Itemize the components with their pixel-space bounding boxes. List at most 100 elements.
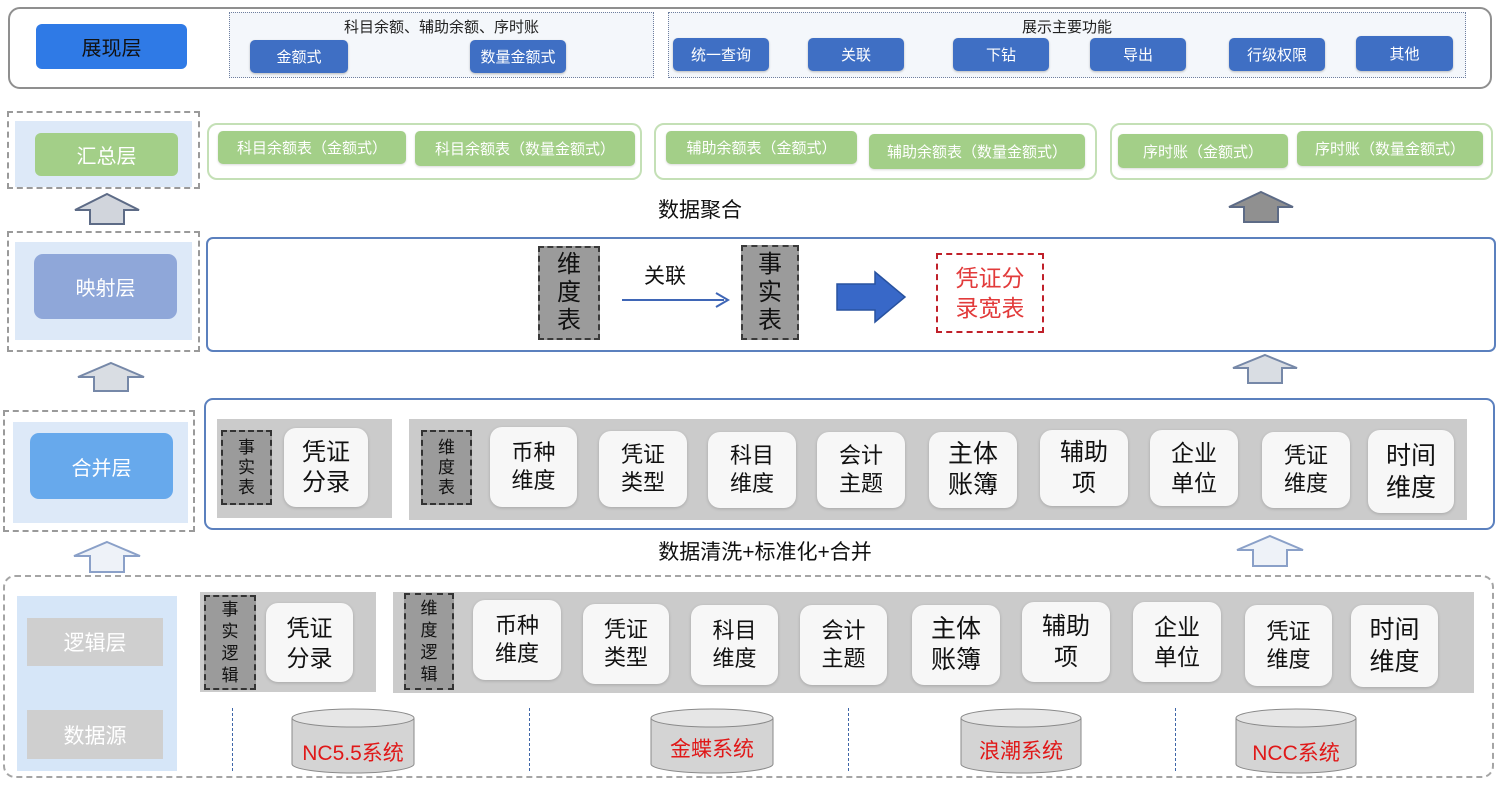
card-line-2: 维度 xyxy=(494,641,539,666)
fact-table-char-1: 事 xyxy=(758,250,782,278)
card-line-2: 维度 xyxy=(729,471,774,496)
card-line-2: 单位 xyxy=(1171,470,1217,496)
fact-logic-char-3: 逻 xyxy=(221,643,239,663)
database-icon xyxy=(1235,708,1357,774)
merge-dimension-table: 维 度 表 xyxy=(421,430,472,505)
logic-dim-card-currency: 币种 维度 xyxy=(473,600,561,680)
logic-dim-card-voucher-dimension: 凭证 维度 xyxy=(1245,605,1332,686)
wide-table-line-2: 录宽表 xyxy=(955,295,1025,321)
merge-dim-card-voucher-type: 凭证 类型 xyxy=(599,431,687,507)
card-line-1: 币种 xyxy=(511,440,556,465)
summary-layer-dashed-frame xyxy=(7,111,200,189)
journal-quantity-pill: 序时账（数量金额式） xyxy=(1297,131,1483,166)
card-line-1: 辅助 xyxy=(1042,613,1090,640)
card-line-2: 维度 xyxy=(712,646,757,671)
balance-display-group-title: 科目余额、辅助余额、序时账 xyxy=(343,18,539,36)
logic-dim-card-voucher-type: 凭证 类型 xyxy=(583,604,669,684)
card-line-1: 主体 xyxy=(930,615,981,643)
card-line-1: 凭证 xyxy=(302,438,350,466)
right-arrow-icon xyxy=(622,292,730,308)
fact-table-char-3: 表 xyxy=(758,306,782,334)
card-line-1: 企业 xyxy=(1154,614,1200,640)
export-button[interactable]: 导出 xyxy=(1090,38,1186,71)
logic-layer-frame xyxy=(3,575,1494,778)
dimension-table-char-2: 度 xyxy=(557,279,581,306)
wide-table-line-1: 凭证分 xyxy=(955,265,1025,291)
merge-dim-card-enterprise-unit: 企业 单位 xyxy=(1150,430,1238,506)
card-line-1: 凭证 xyxy=(620,442,665,467)
quantity-amount-format-button[interactable]: 数量金额式 xyxy=(470,40,566,73)
card-line-2: 主题 xyxy=(821,646,866,671)
nc55-system-label: NC5.5系统 xyxy=(302,742,404,765)
card-line-1: 科目 xyxy=(712,618,757,643)
card-line-1: 科目 xyxy=(729,443,774,468)
logic-voucher-entry-card: 凭证 分录 xyxy=(266,603,353,682)
up-arrow-icon xyxy=(1228,190,1294,223)
merge-dim-card-voucher-dimension: 凭证 维度 xyxy=(1262,432,1350,508)
auxiliary-balance-amount-pill: 辅助余额表（金额式） xyxy=(666,131,857,164)
card-line-2: 类型 xyxy=(620,470,665,495)
up-arrow-icon xyxy=(73,540,141,573)
summary-layer-label: 汇总层 xyxy=(35,133,178,176)
card-line-1: 凭证 xyxy=(1266,618,1311,644)
merge-dim-char-2: 度 xyxy=(438,457,455,477)
merge-fact-char-1: 事 xyxy=(238,437,255,457)
fact-table-char-2: 实 xyxy=(758,278,782,306)
card-line-2: 账簿 xyxy=(930,646,981,674)
dimension-logic-char-2: 度 xyxy=(420,620,438,640)
card-line-2: 维度 xyxy=(1385,473,1436,502)
unified-query-button[interactable]: 统一查询 xyxy=(673,38,769,71)
source-separator xyxy=(232,708,233,771)
logic-dim-card-time: 时间 维度 xyxy=(1351,605,1438,687)
relation-label: 关联 xyxy=(644,265,686,288)
logic-dim-card-enterprise-unit: 企业 单位 xyxy=(1133,602,1221,682)
card-line-1: 企业 xyxy=(1171,440,1217,466)
card-line-2: 类型 xyxy=(603,645,648,670)
fact-logic-char-4: 辑 xyxy=(221,665,239,685)
merge-fact-char-2: 实 xyxy=(238,457,255,477)
row-permission-button[interactable]: 行级权限 xyxy=(1229,38,1325,71)
kingdee-system-label: 金蝶系统 xyxy=(670,738,754,761)
card-line-1: 币种 xyxy=(494,613,539,638)
logic-dim-card-accounting-subject: 会计 主题 xyxy=(800,605,887,685)
amount-format-button[interactable]: 金额式 xyxy=(250,40,348,73)
merge-dim-char-3: 表 xyxy=(438,477,455,497)
database-icon xyxy=(960,708,1082,774)
mapping-layer-label: 映射层 xyxy=(34,254,177,319)
merge-layer-label: 合并层 xyxy=(30,433,173,499)
up-arrow-icon xyxy=(1236,534,1304,567)
dimension-logic-box: 维 度 逻 辑 xyxy=(404,593,454,690)
card-line-2: 账簿 xyxy=(947,471,998,499)
relation-button[interactable]: 关联 xyxy=(808,38,904,71)
card-line-1: 凭证 xyxy=(286,614,333,641)
other-button[interactable]: 其他 xyxy=(1356,36,1453,71)
card-line-2: 分录 xyxy=(286,644,333,671)
database-icon xyxy=(291,708,415,774)
dimension-table-char-1: 维 xyxy=(557,251,581,278)
drill-down-button[interactable]: 下钻 xyxy=(953,38,1049,71)
data-aggregation-caption: 数据聚合 xyxy=(658,199,742,222)
card-line-2: 维度 xyxy=(1266,646,1311,672)
card-line-2: 主题 xyxy=(838,471,883,496)
card-line-2: 项 xyxy=(1072,470,1096,497)
fact-logic-char-1: 事 xyxy=(221,599,239,619)
card-line-1: 时间 xyxy=(1369,616,1420,644)
source-separator xyxy=(529,708,530,771)
main-functions-group xyxy=(668,12,1466,78)
card-line-2: 维度 xyxy=(1369,648,1420,676)
logic-dim-card-entity-ledger: 主体 账簿 xyxy=(912,605,1000,685)
fact-logic-box: 事 实 逻 辑 xyxy=(204,595,256,690)
card-line-1: 会计 xyxy=(821,618,866,643)
card-line-2: 维度 xyxy=(1283,471,1328,496)
journal-amount-pill: 序时账（金额式） xyxy=(1118,134,1288,168)
mapping-layer-dashed-frame xyxy=(7,231,200,352)
merge-dim-char-1: 维 xyxy=(438,437,455,457)
merge-dim-card-accounting-subject: 会计 主题 xyxy=(817,432,905,508)
card-line-1: 凭证 xyxy=(603,617,648,642)
block-right-arrow-icon xyxy=(836,270,907,324)
card-line-2: 项 xyxy=(1054,644,1078,671)
logic-dim-card-subject: 科目 维度 xyxy=(691,605,778,685)
subject-balance-amount-pill: 科目余额表（金额式） xyxy=(218,131,406,164)
logic-dim-card-auxiliary: 辅助 项 xyxy=(1022,602,1110,682)
card-line-1: 时间 xyxy=(1385,441,1436,470)
